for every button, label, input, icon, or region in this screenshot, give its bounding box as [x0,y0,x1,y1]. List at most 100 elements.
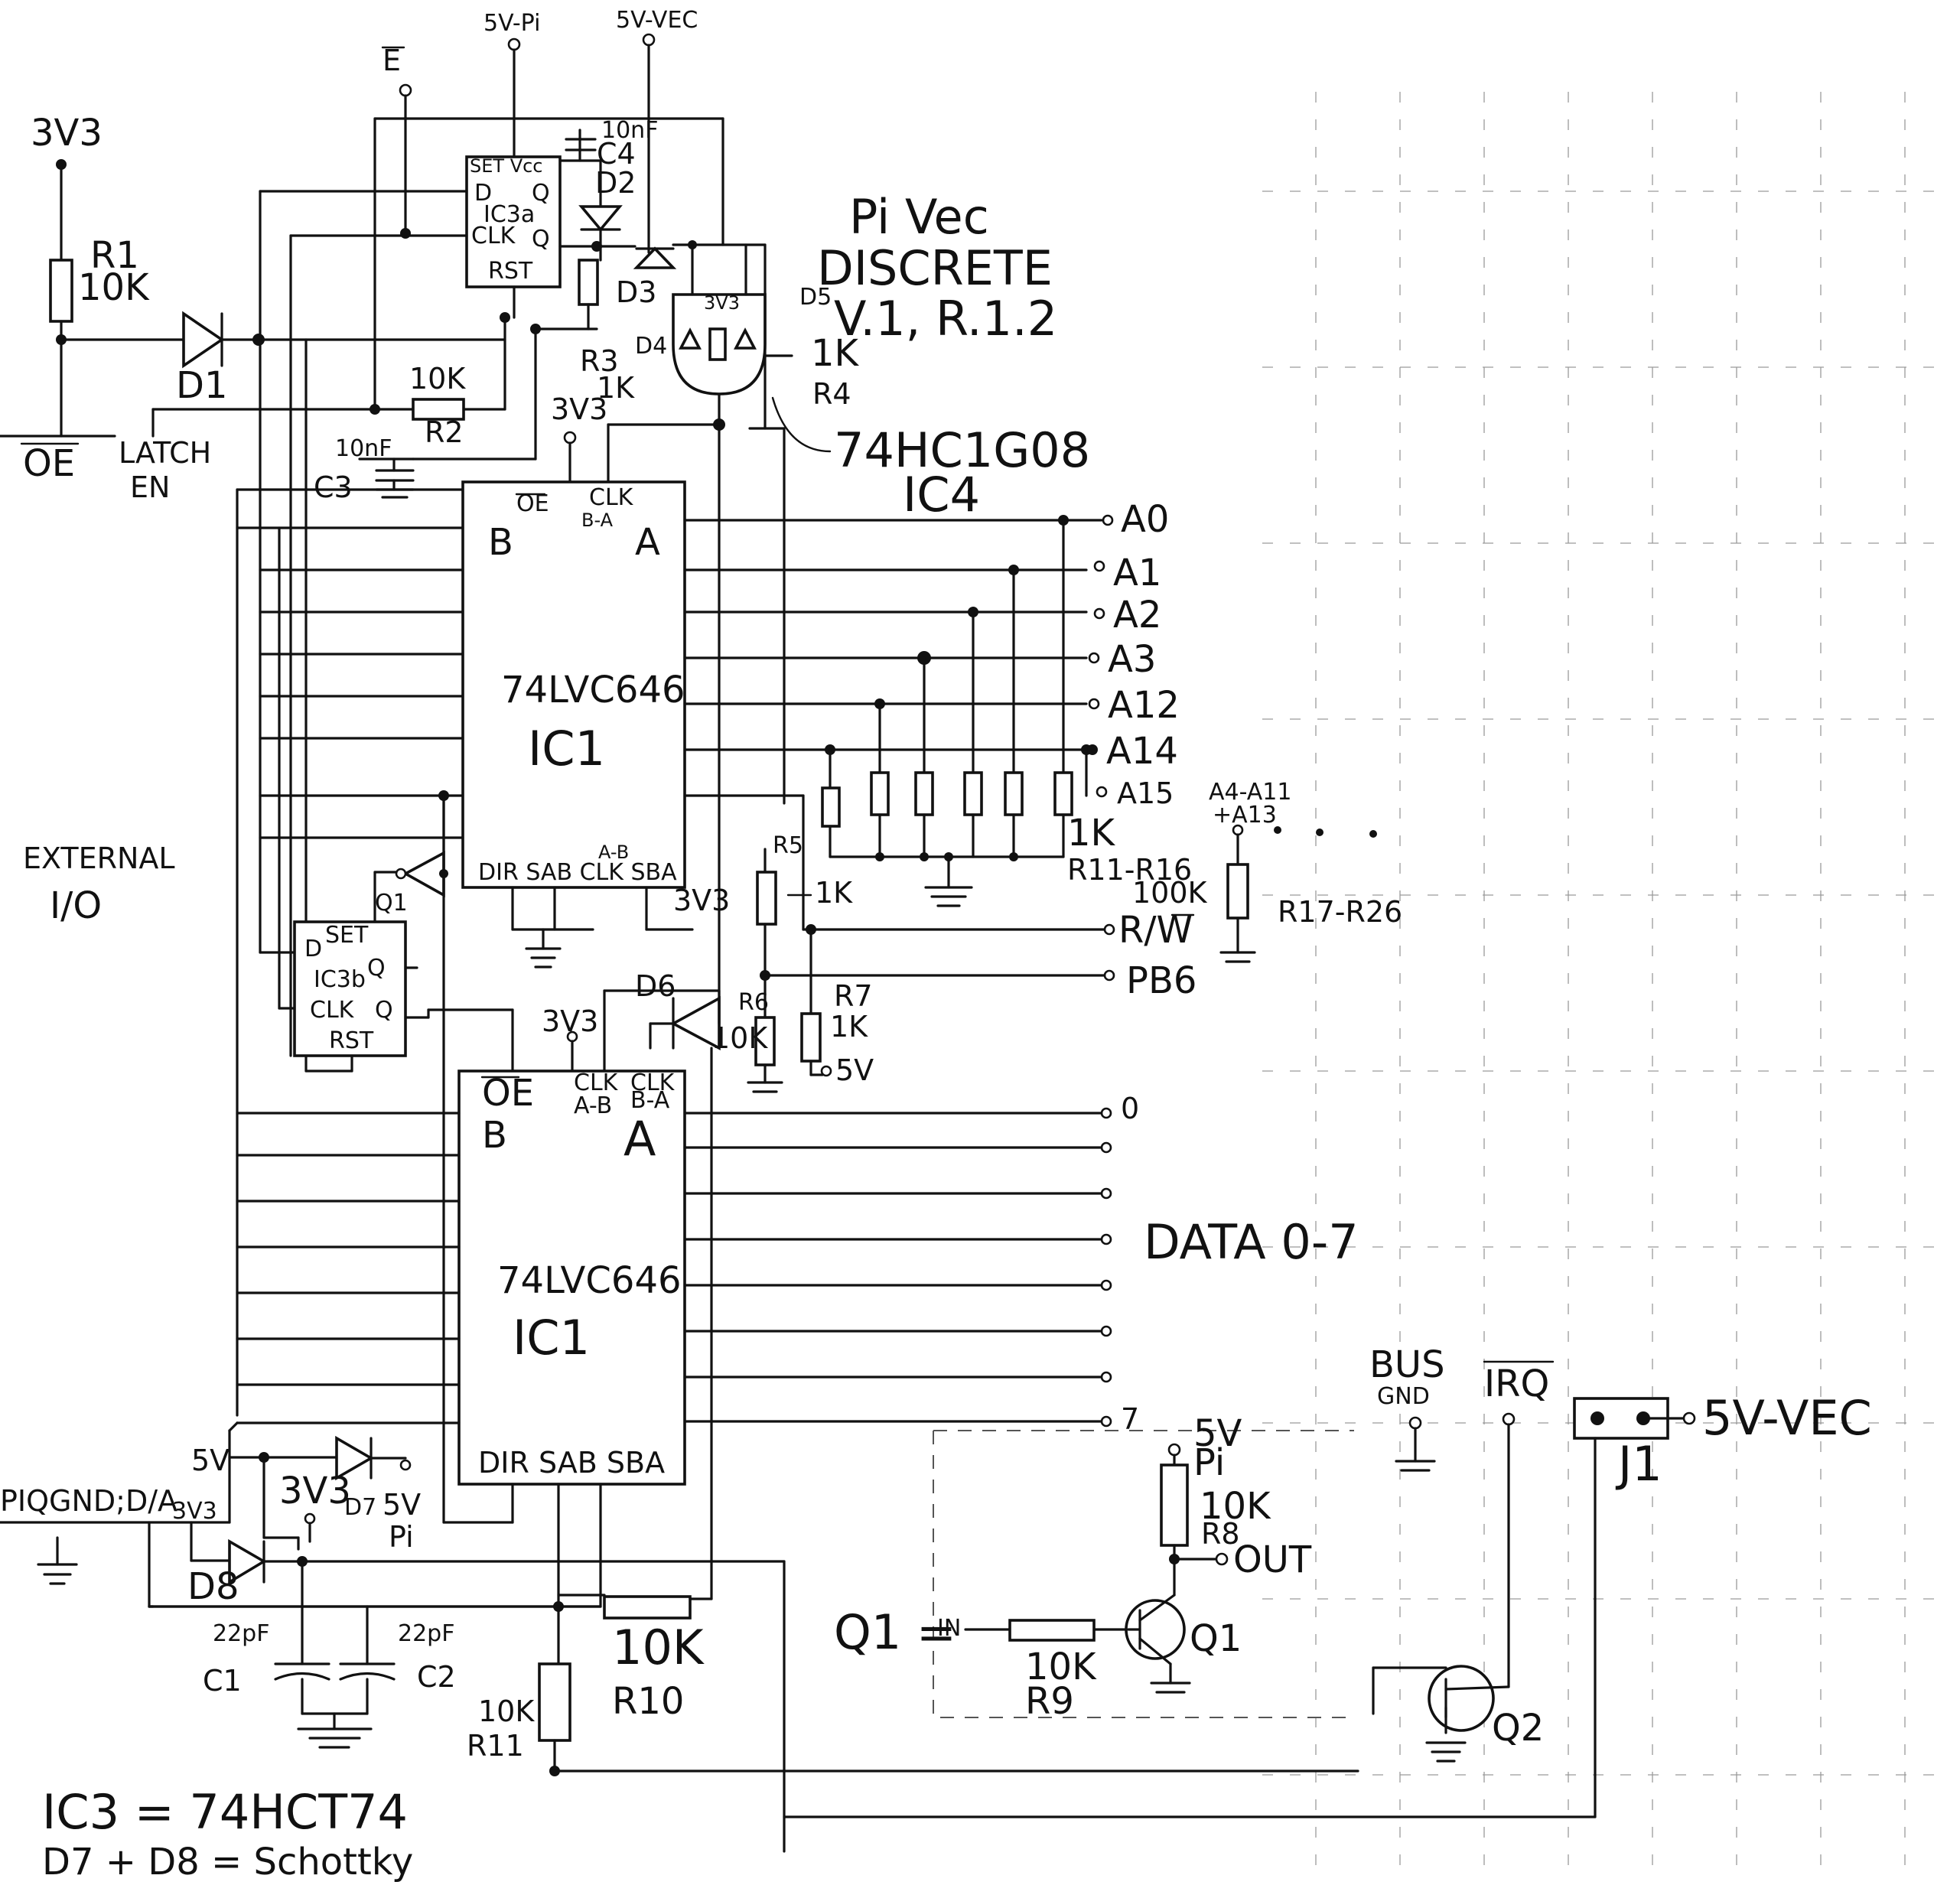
j1-pin-2 [1636,1411,1650,1425]
data-terminal [1100,1141,1112,1154]
ic3a-name: IC3a [483,201,535,228]
pb6-terminal [1103,969,1115,982]
q1-collector [1138,1594,1176,1622]
bottom-left-power: 5V PIQGND;D/A 3V3 3V3 D7 5V Pi D8 [0,1421,786,1853]
c3-ref: C3 [314,470,353,504]
address-pull-resistor [1004,771,1024,816]
rw-terminal [1103,923,1115,936]
ic3a-rst: RST [488,258,533,285]
ic1-bottom-a: A [623,1111,656,1167]
r7-resistor [800,1012,822,1063]
ic3b-qbar: Q [375,997,393,1024]
data-terminal [1100,1107,1112,1119]
r7-5v-label: 5V [835,1053,874,1087]
ic1-top-ref: IC1 [528,721,605,776]
d7-diode [335,1435,374,1481]
j1-ref: J1 [1615,1436,1662,1492]
pin-pb6: PB6 [1126,959,1197,1002]
r1-resistor [49,259,73,323]
junction [920,852,929,861]
r6-resistor [754,1016,776,1066]
rail-5v-pi-terminal [507,37,521,51]
rail-5v-vec-label: 5V-VEC [616,7,698,34]
ic3b-name: IC3b [314,966,366,993]
rw-pb6-section: R5 1K R/W PB6 R6 10K R7 1K 5V D6 [603,832,1197,1093]
e-bar-terminal [399,83,412,97]
irq-terminal [1502,1412,1516,1426]
bus-gnd-terminal [1408,1416,1422,1430]
r3-ref: R3 [580,344,619,378]
ic1-bottom-clk-ab2: A-B [574,1092,612,1119]
d4-diode [679,327,702,350]
r8-5v-label: 5V [1193,1412,1242,1455]
c1-plate-curved [274,1672,330,1681]
oe-label: OE [23,442,75,485]
irq-label: IRQ [1484,1362,1549,1405]
d3-diode [633,246,677,269]
pin-a2: A2 [1113,594,1161,636]
d2-diode [578,205,623,232]
bottom-right-section: BUS GND IRQ 5V-VEC J1 5V Pi 10K R8 OUT Q… [783,1343,1872,1818]
j1-5v-vec-label: 5V-VEC [1702,1390,1872,1446]
d7-5v-label: 5V [383,1488,421,1522]
out-terminal[interactable] [1215,1552,1229,1566]
ellipsis-dot [1274,826,1281,834]
c3-section: 10nF C3 3V3 [314,392,721,504]
ic1-bottom-bottom-pins: DIR SAB SBA [478,1446,665,1480]
r7-value: 1K [830,1010,868,1043]
junction [1009,852,1018,861]
r17-26-resistor [1226,863,1249,920]
a-group-line1: A4-A11 [1209,779,1291,806]
r8-resistor [1160,1463,1189,1547]
r3-value: 1K [597,371,635,405]
r2-value: 10K [409,362,466,396]
ic1-bottom-body [457,1069,686,1486]
pin-rw: R/W [1118,909,1193,952]
d7-pi-label: Pi [389,1520,414,1554]
external-label-1: EXTERNAL [23,842,175,875]
r6-value: 10K [711,1021,768,1055]
data-terminal [1100,1325,1112,1337]
c1-ref: C1 [203,1664,242,1698]
r11-16-ref: R11-R16 [1067,853,1192,887]
r11-16-value: 1K [1067,812,1116,855]
ellipsis-dot [1316,829,1323,836]
latch-en-label-1: LATCH [119,436,211,470]
ic1-bottom-b: B [482,1114,507,1157]
ic1-top-clk-ba: B-A [581,510,614,531]
q1-emitter [1138,1637,1172,1665]
r4-ref: R4 [812,377,851,411]
out-label: OUT [1233,1538,1312,1581]
r9-value: 10K [1025,1646,1097,1688]
pin-a14: A14 [1106,730,1178,773]
note-diodes: D7 + D8 = Schottky [42,1841,413,1883]
ic1-bottom-clk-ba: CLK [630,1069,676,1096]
ic3b-set: SET [325,922,369,949]
terminal [566,1030,578,1043]
r10-ref: R10 [612,1680,684,1723]
q2-collector [1444,1685,1510,1691]
d7-5v-terminal [399,1459,412,1471]
a-group-line2: +A13 [1213,802,1277,829]
ic4-gate: 3V3 D4 D5 1K R4 74HC1G08 IC4 [635,240,1090,1050]
top-rails: 5V-Pi 5V-VEC E 3V3 [31,7,698,262]
data-terminal [1100,1187,1112,1200]
ic1-bottom-name: 74LVC646 [497,1259,682,1302]
terminal [563,431,577,444]
ic1-top-body [461,480,686,889]
ic1-bottom-oe: OE [482,1072,534,1115]
r1-value: 10K [78,266,150,309]
bus-gnd-1: BUS [1369,1343,1445,1386]
ic3b-rst: RST [329,1027,374,1054]
a-group-terminal [1232,824,1244,836]
d2-d3-r3: D2 R3 1K D3 [530,166,677,461]
ic3a-q: Q [532,180,550,207]
q1-ref: Q1 [1190,1617,1242,1660]
r8-5v-terminal [1167,1443,1181,1457]
d4-ref: D4 [635,333,667,360]
title-block: Pi Vec DISCRETE V.1, R.1.2 [817,189,1057,347]
ic4-leader [771,396,832,453]
d7-3v3-terminal [304,1512,316,1525]
d1-diode [182,311,225,369]
